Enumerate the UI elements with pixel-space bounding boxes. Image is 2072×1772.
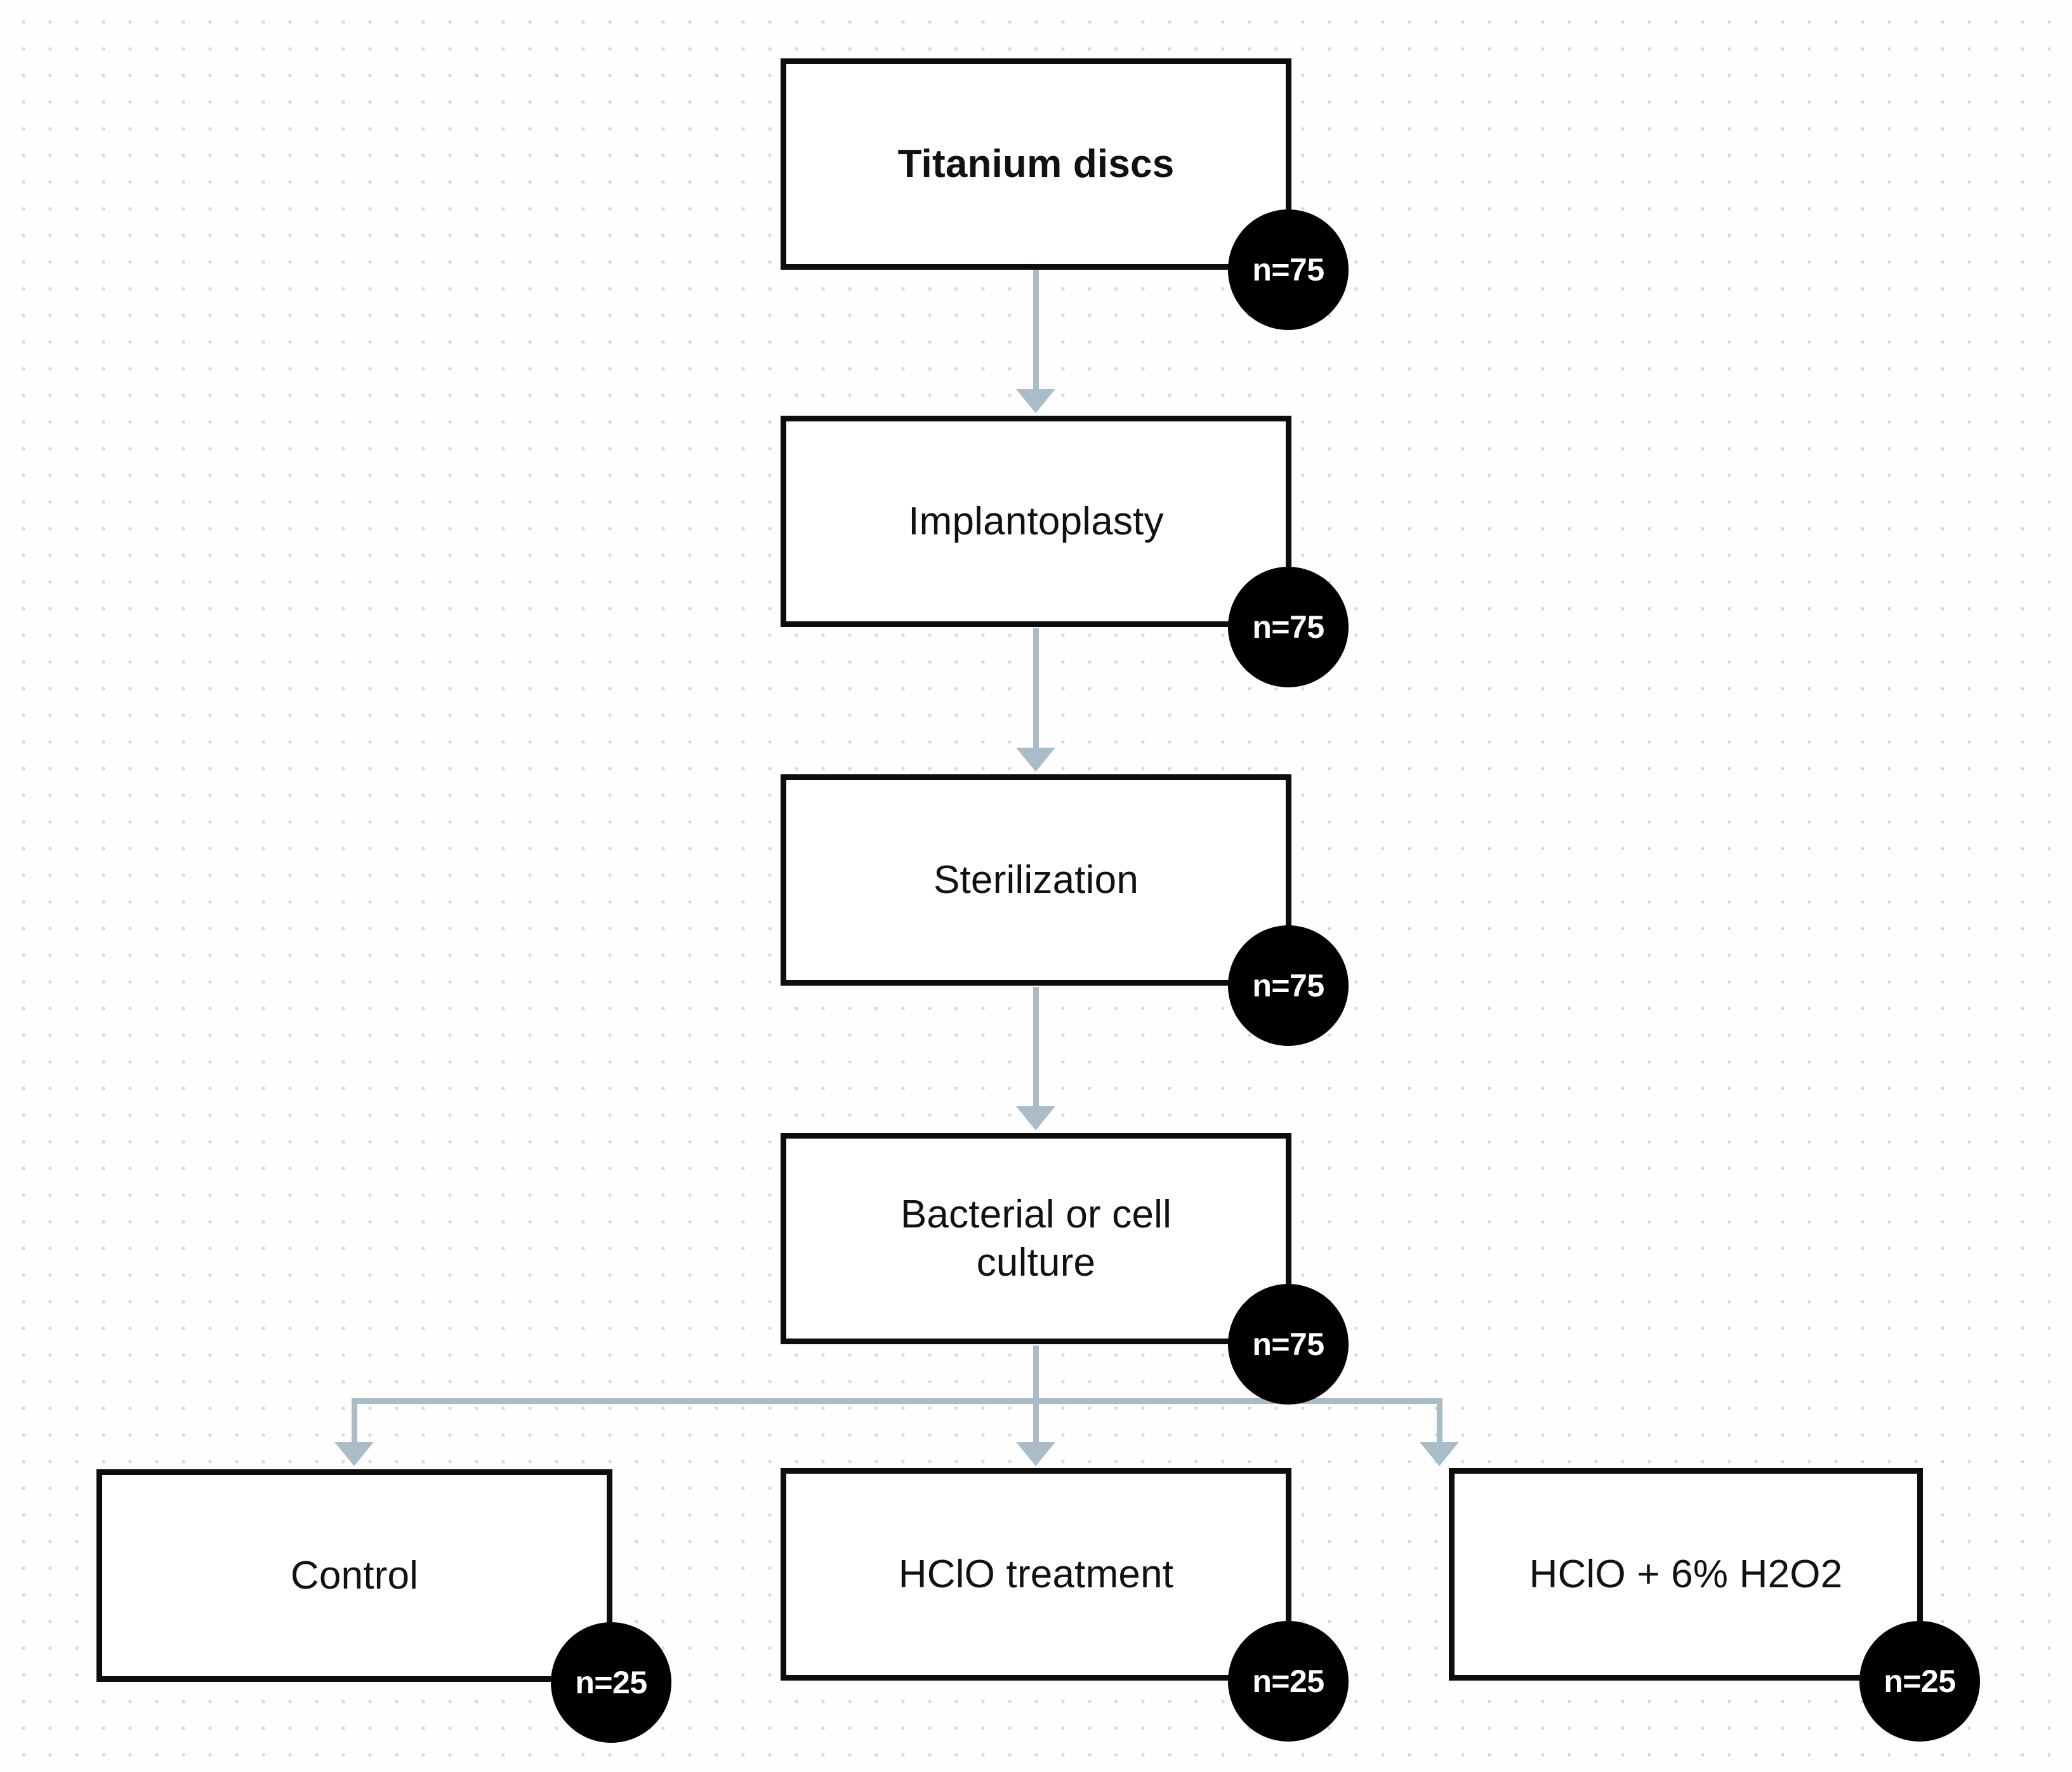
node-control[interactable]: Control <box>96 1469 612 1682</box>
badge-text-sterilization: n=75 <box>1252 968 1324 1003</box>
arrowhead-to-control <box>334 1442 374 1466</box>
node-label-titanium-discs: Titanium discs <box>897 142 1175 186</box>
connector-bus-to-hclo-h2o2 <box>1437 1398 1442 1462</box>
node-label-bacterial-or-cell-culture: Bacterial or cell culture <box>900 1192 1172 1285</box>
connector-implantoplasty-to-sterilization <box>1033 628 1039 753</box>
badge-text-control: n=25 <box>575 1665 647 1700</box>
connector-bus-to-hclo-treatment <box>1033 1398 1039 1462</box>
node-label-control: Control <box>290 1553 419 1597</box>
node-hclo-h2o2[interactable]: HClO + 6% H2O2 <box>1449 1468 1923 1681</box>
connector-bus-to-control <box>352 1398 357 1462</box>
node-label-hclo-h2o2: HClO + 6% H2O2 <box>1529 1552 1843 1596</box>
badge-text-titanium-discs: n=75 <box>1252 252 1324 288</box>
badge-text-hclo-h2o2: n=25 <box>1884 1663 1956 1699</box>
node-titanium-discs[interactable]: Titanium discs <box>781 58 1291 270</box>
badge-hclo-treatment: n=25 <box>1228 1621 1349 1742</box>
node-label-implantoplasty: Implantoplasty <box>908 499 1164 543</box>
node-bacterial-or-cell-culture[interactable]: Bacterial or cell culture <box>781 1133 1291 1344</box>
badge-bacterial-or-cell-culture: n=75 <box>1228 1284 1349 1405</box>
connector-culture-stem <box>1033 1346 1039 1428</box>
connector-sterilization-to-culture <box>1033 987 1039 1111</box>
connector-split-bus <box>352 1398 1442 1404</box>
node-hclo-treatment[interactable]: HClO treatment <box>781 1468 1291 1681</box>
badge-titanium-discs: n=75 <box>1228 209 1349 330</box>
arrowhead-to-sterilization <box>1016 748 1055 772</box>
node-sterilization[interactable]: Sterilization <box>781 774 1291 986</box>
node-implantoplasty[interactable]: Implantoplasty <box>781 416 1291 627</box>
node-label-hclo-treatment: HClO treatment <box>898 1552 1174 1596</box>
badge-hclo-h2o2: n=25 <box>1859 1621 1980 1742</box>
badge-text-bacterial-or-cell-culture: n=75 <box>1252 1326 1324 1362</box>
badge-sterilization: n=75 <box>1228 925 1349 1046</box>
node-label-sterilization: Sterilization <box>933 857 1139 902</box>
badge-control: n=25 <box>551 1622 671 1743</box>
connector-discs-to-implantoplasty <box>1033 270 1039 394</box>
arrowhead-to-culture <box>1016 1106 1055 1130</box>
arrowhead-to-hclo-h2o2 <box>1420 1442 1459 1466</box>
arrowhead-to-implantoplasty <box>1016 389 1055 413</box>
badge-text-implantoplasty: n=75 <box>1252 609 1324 645</box>
badge-text-hclo-treatment: n=25 <box>1252 1663 1324 1699</box>
arrowhead-to-hclo-treatment <box>1016 1442 1055 1466</box>
badge-implantoplasty: n=75 <box>1228 567 1349 687</box>
